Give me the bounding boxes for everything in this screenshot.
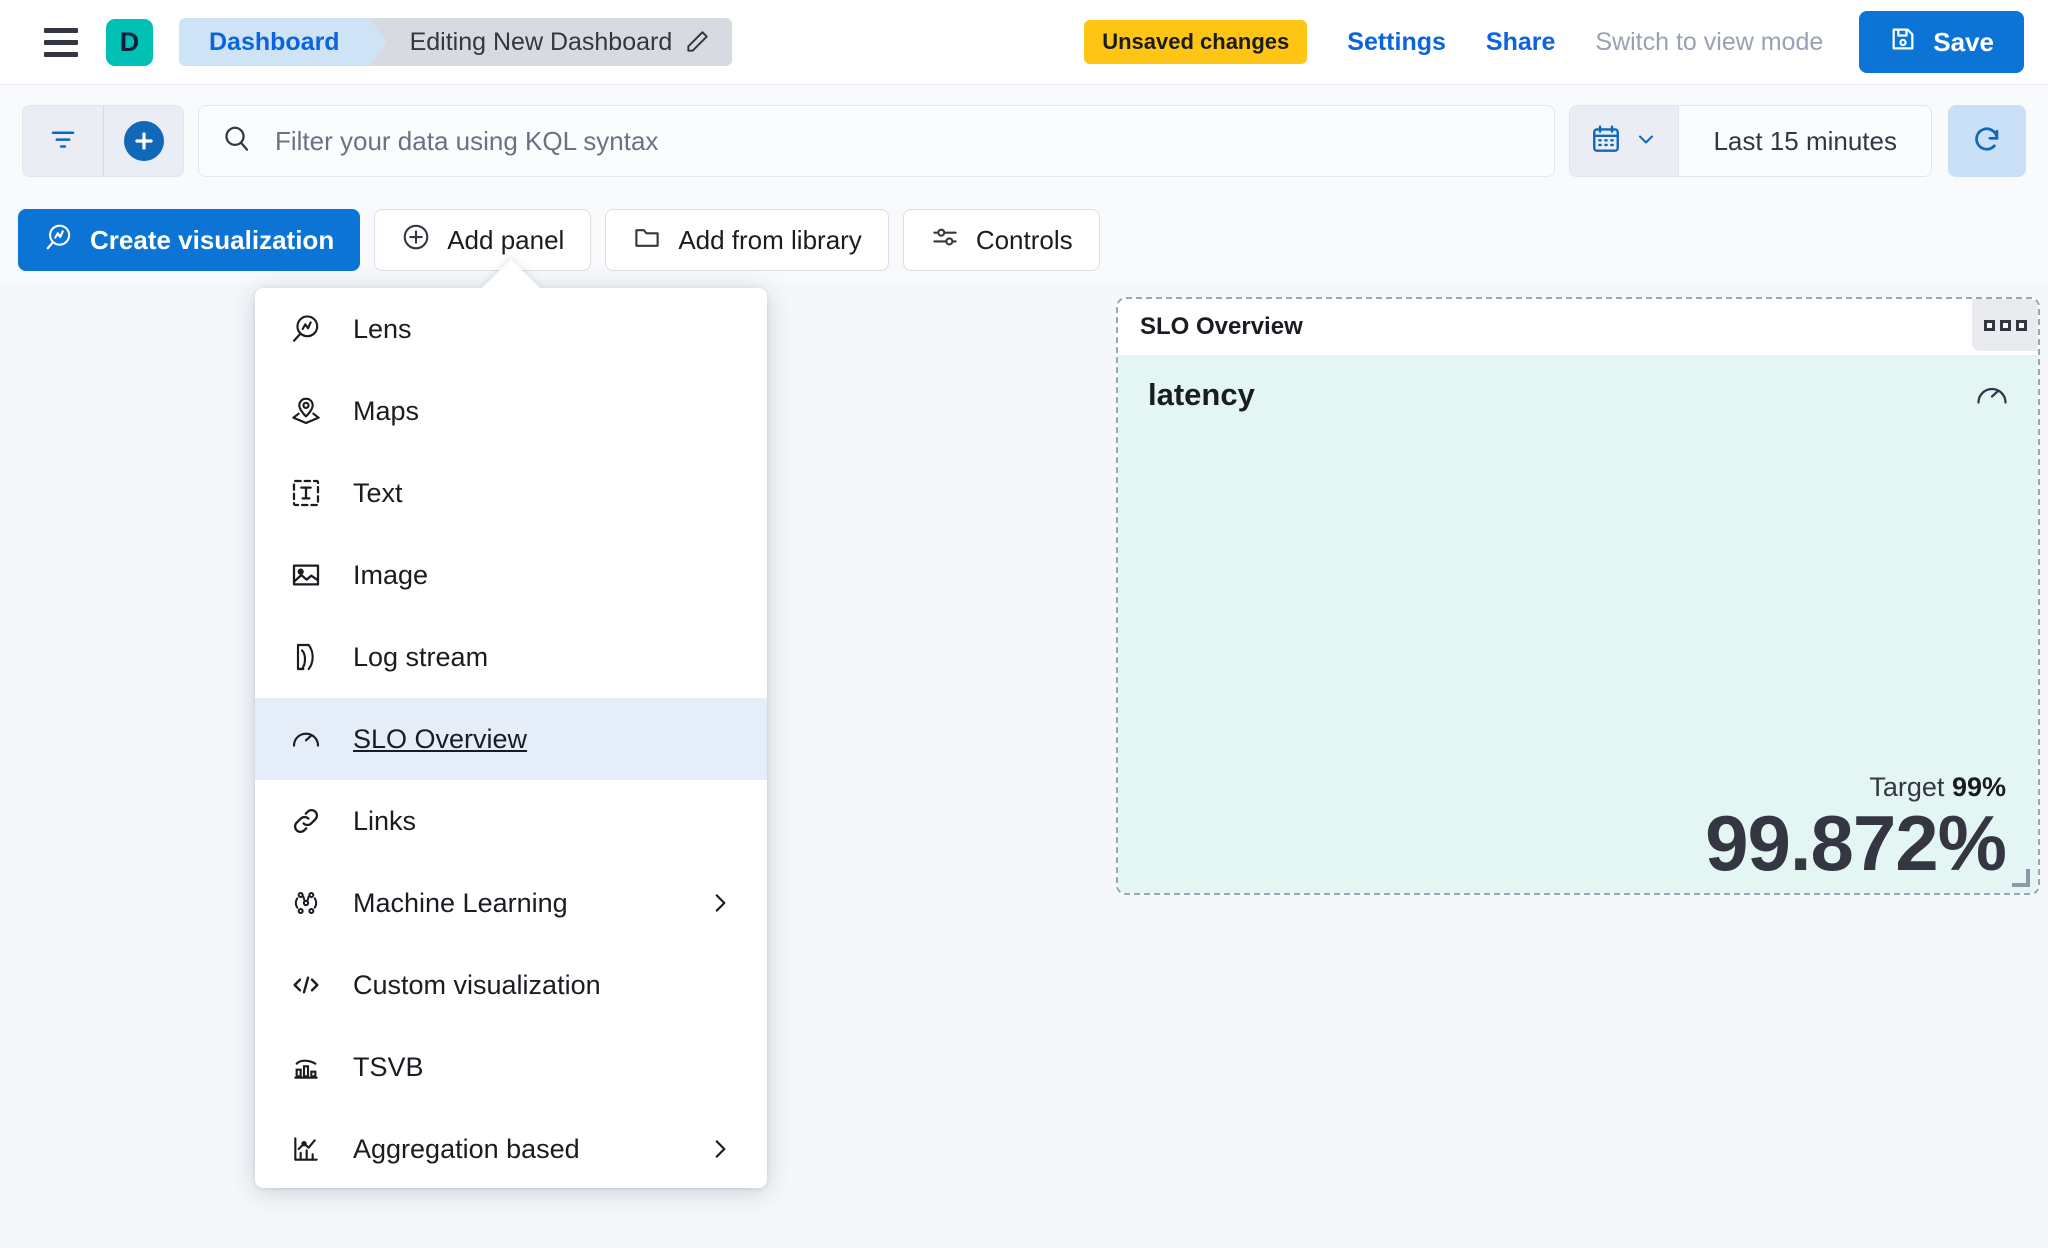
panel-title: SLO Overview [1140, 313, 1303, 340]
slo-target-value: 99% [1951, 771, 2006, 802]
link-icon [289, 804, 323, 838]
controls-sliders-icon [930, 222, 960, 259]
plus-circle-outline-icon [401, 222, 431, 259]
panel-body: latency Target 99% 99.872% [1118, 355, 2038, 893]
add-filter-button[interactable] [103, 106, 183, 176]
lens-icon [289, 312, 323, 346]
date-quick-select-button[interactable] [1570, 106, 1680, 176]
menu-item-lens[interactable]: Lens [255, 288, 767, 370]
save-button[interactable]: Save [1859, 11, 2024, 73]
slo-sli-value: 99.872% [1705, 798, 2007, 887]
add-from-library-label: Add from library [678, 224, 862, 255]
breadcrumb-current-label: Editing New Dashboard [409, 27, 673, 56]
save-button-label: Save [1933, 26, 1994, 57]
slo-target: Target 99% [1705, 772, 2006, 803]
top-header: D Dashboard Editing New Dashboard Unsave… [0, 0, 2048, 85]
breadcrumb-item-dashboard[interactable]: Dashboard [179, 18, 387, 66]
menu-item-label: SLO Overview [353, 723, 528, 754]
add-panel-label: Add panel [447, 224, 565, 255]
slo-metric-name: latency [1148, 377, 1255, 412]
log-stream-icon [289, 640, 323, 674]
controls-button[interactable]: Controls [902, 209, 1100, 271]
menu-item-label: Maps [353, 395, 420, 426]
plus-circle-icon [123, 121, 164, 161]
slo-summary: Target 99% 99.872% [1705, 772, 2007, 887]
menu-item-label: Lens [353, 313, 412, 344]
menu-item-image[interactable]: Image [255, 534, 767, 616]
folder-icon [632, 222, 662, 259]
panel-context-menu-icon[interactable] [1972, 299, 2038, 351]
menu-item-label: Text [353, 477, 403, 508]
slo-overview-panel[interactable]: SLO Overview latency Target 99% 99.872% [1116, 297, 2040, 895]
menu-item-label: Custom visualization [353, 969, 601, 1000]
image-icon [289, 558, 323, 592]
tsvb-chart-icon [289, 1050, 323, 1084]
refresh-icon [1970, 122, 2004, 161]
create-visualization-label: Create visualization [90, 224, 335, 255]
menu-item-custom-visualization[interactable]: Custom visualization [255, 944, 767, 1026]
chevron-right-icon [707, 890, 733, 916]
code-icon [289, 968, 323, 1002]
pencil-icon[interactable] [684, 29, 710, 55]
menu-item-maps[interactable]: Maps [255, 370, 767, 452]
menu-item-label: Image [353, 559, 429, 590]
create-visualization-button[interactable]: Create visualization [18, 209, 361, 271]
avatar-letter: D [119, 26, 140, 57]
panel-resize-handle[interactable] [2012, 869, 2030, 887]
slo-target-label: Target [1869, 771, 1945, 802]
search-icon [221, 123, 253, 160]
menu-item-label: Aggregation based [353, 1133, 580, 1164]
text-box-icon [289, 476, 323, 510]
lens-icon [44, 222, 74, 259]
gauge-icon [289, 722, 323, 756]
menu-item-log-stream[interactable]: Log stream [255, 616, 767, 698]
search-input-placeholder: Filter your data using KQL syntax [275, 125, 659, 156]
filter-button-group [22, 105, 184, 177]
panel-header: SLO Overview [1118, 299, 2038, 355]
editing-toolbar: Create visualization Add panel Add from … [0, 197, 2048, 283]
add-panel-menu: Lens Maps Text [255, 288, 767, 1188]
add-from-library-button[interactable]: Add from library [605, 209, 889, 271]
chevron-right-icon [707, 1136, 733, 1162]
menu-item-label: TSVB [353, 1051, 424, 1082]
breadcrumb-dashboard-label: Dashboard [209, 27, 340, 56]
menu-item-label: Log stream [353, 641, 489, 672]
share-link[interactable]: Share [1485, 27, 1556, 56]
hamburger-menu-icon[interactable] [38, 19, 84, 65]
maps-pin-icon [289, 394, 323, 428]
unsaved-changes-badge[interactable]: Unsaved changes [1084, 20, 1308, 64]
machine-learning-icon [289, 886, 323, 920]
settings-link[interactable]: Settings [1347, 27, 1446, 56]
aggregation-chart-icon [289, 1132, 323, 1166]
time-range-label[interactable]: Last 15 minutes [1679, 106, 1931, 176]
menu-item-tsvb[interactable]: TSVB [255, 1026, 767, 1108]
gauge-icon [1974, 377, 2010, 418]
chevron-down-icon [1634, 127, 1658, 156]
menu-item-links[interactable]: Links [255, 780, 767, 862]
breadcrumb: Dashboard Editing New Dashboard [179, 18, 733, 66]
filter-icon [48, 124, 78, 159]
switch-to-view-mode-link[interactable]: Switch to view mode [1595, 27, 1824, 56]
menu-item-label: Links [353, 805, 417, 836]
menu-item-slo-overview[interactable]: SLO Overview [255, 698, 767, 780]
query-bar-row: Filter your data using KQL syntax Last [0, 85, 2048, 197]
avatar[interactable]: D [106, 18, 153, 66]
menu-item-text[interactable]: Text [255, 452, 767, 534]
filter-options-button[interactable] [23, 106, 103, 176]
menu-caret [481, 259, 541, 289]
menu-item-label: Machine Learning [353, 887, 568, 918]
breadcrumb-item-current[interactable]: Editing New Dashboard [369, 18, 733, 66]
save-disk-icon [1889, 25, 1917, 60]
controls-label: Controls [975, 224, 1073, 255]
menu-item-aggregation-based[interactable]: Aggregation based [255, 1108, 767, 1188]
search-input[interactable]: Filter your data using KQL syntax [198, 105, 1556, 177]
calendar-icon [1590, 123, 1622, 160]
refresh-button[interactable] [1948, 105, 2026, 177]
header-actions: Unsaved changes Settings Share Switch to… [1084, 11, 2024, 73]
menu-item-machine-learning[interactable]: Machine Learning [255, 862, 767, 944]
time-picker: Last 15 minutes [1569, 105, 1932, 177]
